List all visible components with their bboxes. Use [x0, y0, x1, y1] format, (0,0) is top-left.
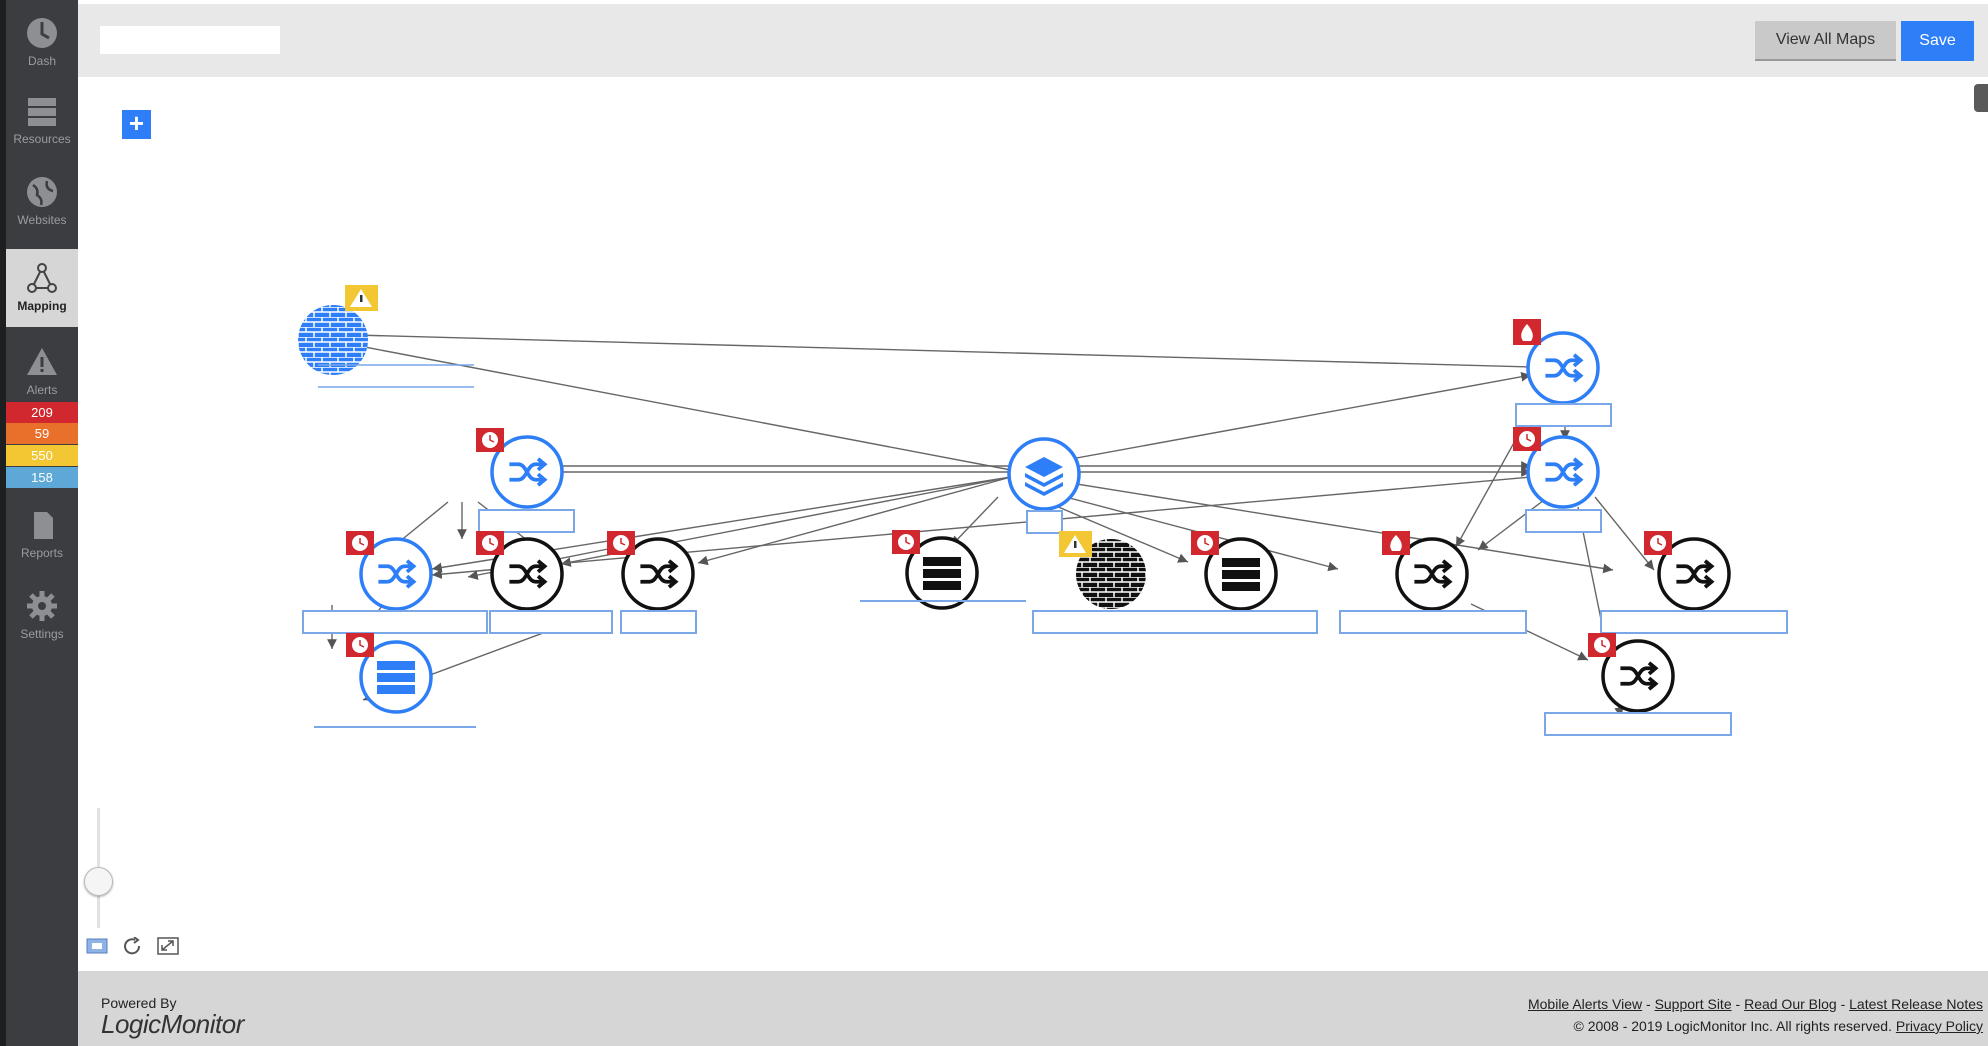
map-title[interactable]	[100, 26, 280, 54]
powered-by-label: Powered By	[101, 995, 177, 1011]
privacy-policy-link[interactable]: Privacy Policy	[1895, 1018, 1983, 1034]
sidebar-item-alerts[interactable]: Alerts	[6, 333, 78, 411]
alert-count-error[interactable]: 59	[6, 423, 78, 444]
copyright: © 2008 - 2019 LogicMonitor Inc. All righ…	[1573, 1018, 1983, 1034]
server-icon	[377, 661, 415, 694]
sdt-badge-icon	[476, 428, 504, 452]
support-site-link[interactable]: Support Site	[1654, 996, 1732, 1012]
firewall-icon	[1076, 539, 1146, 609]
node-switch-e[interactable]	[476, 531, 613, 634]
gear-icon	[27, 591, 57, 621]
sidebar-item-websites[interactable]: Websites	[6, 163, 78, 241]
add-node-button[interactable]: +	[122, 110, 151, 139]
copyright-text: © 2008 - 2019 LogicMonitor Inc. All righ…	[1573, 1018, 1892, 1034]
topology-canvas[interactable]: +	[78, 77, 1988, 971]
firewall-icon	[298, 305, 368, 375]
warning-badge-icon	[1059, 531, 1092, 557]
sidebar-item-label: Reports	[20, 546, 64, 560]
fit-view-icon[interactable]	[86, 937, 108, 955]
sidebar-item-label: Resources	[13, 132, 71, 146]
sidebar-item-mapping[interactable]: Mapping	[6, 249, 78, 327]
release-notes-link[interactable]: Latest Release Notes	[1849, 996, 1983, 1012]
node-server-3[interactable]	[314, 633, 476, 728]
map-header: View All Maps Save	[78, 4, 1988, 77]
footer-links: Mobile Alerts View - Support Site - Read…	[1527, 996, 1983, 1012]
logicmonitor-logo: LogicMonitor	[101, 1009, 244, 1039]
sidebar-item-label: Alerts	[26, 383, 58, 397]
node-firewall-1[interactable]	[298, 285, 474, 388]
node-switch-c[interactable]	[476, 428, 575, 533]
warning-badge-icon	[345, 285, 378, 311]
sidebar-item-dash[interactable]: Dash	[6, 4, 78, 82]
node-switch-f[interactable]	[607, 531, 697, 634]
server-icon	[923, 557, 961, 590]
critical-badge-icon	[1382, 531, 1410, 555]
node-switch-d[interactable]	[302, 531, 488, 634]
sidebar-item-label: Websites	[17, 213, 67, 227]
sidebar-item-label: Dash	[27, 54, 56, 68]
alert-count-info[interactable]: 158	[6, 467, 78, 488]
map-settings-tab[interactable]	[1974, 84, 1988, 112]
sdt-badge-icon	[1513, 427, 1541, 451]
mobile-alerts-link[interactable]: Mobile Alerts View	[1527, 996, 1643, 1012]
refresh-icon[interactable]	[122, 937, 144, 955]
node-switch-h[interactable]	[1600, 531, 1788, 634]
resources-icon	[28, 98, 56, 126]
topology-map[interactable]	[78, 77, 1988, 971]
reports-icon	[34, 512, 53, 539]
critical-badge-icon	[1513, 319, 1541, 345]
sidebar-item-settings[interactable]: Settings	[6, 577, 78, 655]
node-switch-b[interactable]	[1513, 427, 1602, 533]
sidebar-item-resources[interactable]: Resources	[6, 82, 78, 160]
footer: Powered By LogicMonitor Mobile Alerts Vi…	[78, 971, 1988, 1046]
mapping-icon	[27, 263, 57, 293]
sidebar-item-label: Mapping	[17, 299, 67, 313]
node-firewall-2[interactable]	[1059, 531, 1146, 609]
alert-count-warning[interactable]: 550	[6, 445, 78, 466]
server-icon	[1222, 558, 1260, 591]
sdt-badge-icon	[607, 531, 635, 555]
node-switch-i[interactable]	[1544, 633, 1732, 736]
save-button[interactable]: Save	[1901, 21, 1974, 61]
node-server-2[interactable]	[1032, 531, 1318, 634]
node-switch-g[interactable]	[1339, 531, 1527, 634]
fullscreen-icon[interactable]	[157, 937, 179, 955]
sidebar-item-reports[interactable]: Reports	[6, 496, 78, 574]
sdt-badge-icon	[1588, 633, 1616, 657]
alerts-icon	[27, 348, 57, 375]
node-group-center[interactable]	[1007, 437, 1081, 534]
sdt-badge-icon	[1191, 531, 1219, 555]
sidebar: Dash Resources Websites Mapping Alerts 2…	[0, 0, 78, 1046]
dashboard-icon	[27, 18, 57, 48]
sdt-badge-icon	[346, 531, 374, 555]
node-switch-a[interactable]	[1513, 319, 1612, 427]
sdt-badge-icon	[892, 530, 920, 554]
node-server-1[interactable]	[860, 530, 1026, 610]
zoom-slider-handle[interactable]	[84, 867, 113, 896]
sidebar-item-label: Settings	[20, 627, 64, 641]
blog-link[interactable]: Read Our Blog	[1744, 996, 1837, 1012]
alert-count-critical[interactable]: 209	[6, 402, 78, 423]
layers-icon	[1025, 457, 1063, 496]
view-all-maps-button[interactable]: View All Maps	[1755, 21, 1896, 61]
sdt-badge-icon	[1644, 531, 1672, 555]
websites-icon	[27, 177, 57, 207]
sdt-badge-icon	[346, 633, 374, 657]
sdt-badge-icon	[476, 531, 504, 555]
